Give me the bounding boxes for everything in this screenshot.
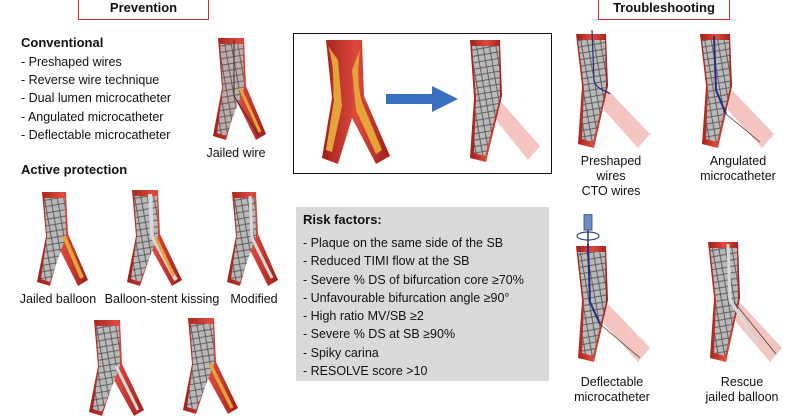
risk-factors-list: - Plaque on the same side of the SB - Re… [303,234,524,380]
list-item: - Reverse wire technique [21,73,160,88]
list-item: - RESOLVE score >10 [303,364,428,379]
conventional-list: - Preshaped wires - Reverse wire techniq… [21,53,171,144]
vessel-before-stenting [322,40,390,164]
caption-line: microcatheter [574,390,650,404]
list-item: - Severe % DS at SB ≥90% [303,327,456,342]
troubleshooting-header: Troubleshooting [598,0,730,20]
conventional-title: Conventional [21,35,104,50]
caption-line: Preshaped wires [580,154,642,183]
caption-preshaped-cto: Preshaped wires CTO wires [566,154,656,199]
vessel-rescue-jailed-balloon [708,242,782,362]
caption-line: jailed balloon [705,390,779,404]
list-item: - Unfavourable bifurcation angle ≥90° [303,290,510,305]
caption-modified: Modified [230,292,278,306]
caption-line: Angulated [709,154,767,168]
deflection-knob-icon [576,214,600,248]
caption-line: microcatheter [700,169,776,183]
vessel-deflectable-microcatheter [576,243,650,362]
list-item: - Angulated microcatheter [21,109,164,124]
caption-line: CTO wires [581,184,641,198]
list-item: - Reduced TIMI flow at the SB [303,254,470,269]
list-item: - Severe % DS of bifurcation core ≥70% [303,272,524,287]
list-item: - Preshaped wires [21,55,122,69]
vessel-jailed-balloon [37,192,88,286]
caption-jailed-wire: Jailed wire [206,146,266,160]
vessel-row2-left [89,320,144,416]
caption-jailed-balloon: Jailed balloon [19,292,97,306]
vessel-preshaped-wires [576,29,650,148]
plaque-shift-illustration [293,33,552,174]
caption-line: Rescue [720,375,764,389]
list-item: - Deflectable microcatheter [21,127,171,142]
arrow-right-icon [386,86,458,112]
risk-factors-panel: Risk factors: - Plaque on the same side … [296,207,549,381]
prevention-header-label: Prevention [109,0,178,15]
list-item: - High ratio MV/SB ≥2 [303,309,424,324]
vessel-after-stenting [470,40,540,162]
troubleshooting-header-label: Troubleshooting [613,0,715,15]
vessel-modified [227,192,278,286]
caption-deflectable-microcatheter: Deflectable microcatheter [566,375,658,405]
list-item: - Spiky carina [303,345,379,360]
vessel-jailed-wire [213,38,266,140]
prevention-header: Prevention [78,0,209,20]
caption-angulated-microcatheter: Angulated microcatheter [690,154,786,184]
vessel-angulated-microcatheter [700,34,774,148]
vessel-row2-right [183,318,238,414]
list-item: - Dual lumen microcatheter [21,91,172,106]
risk-factors-title: Risk factors: [303,212,382,227]
vessel-balloon-stent-kissing [127,190,182,286]
caption-balloon-stent-kissing: Balloon-stent kissing [104,292,220,306]
caption-rescue-jailed-balloon: Rescue jailed balloon [694,375,790,405]
active-protection-title: Active protection [21,162,128,177]
caption-line: Deflectable [580,375,644,389]
list-item: - Plaque on the same side of the SB [303,236,504,250]
